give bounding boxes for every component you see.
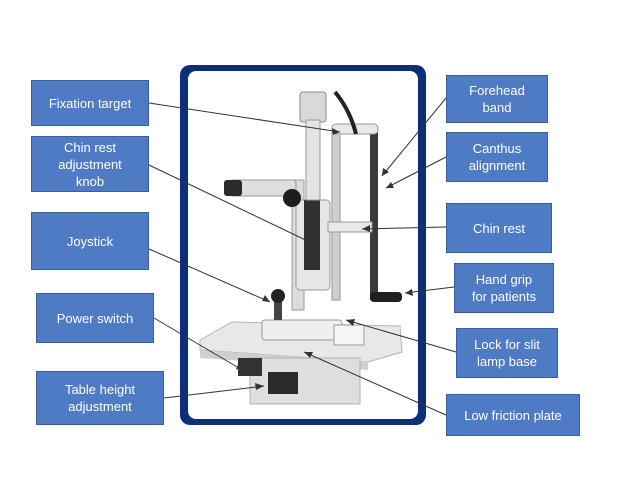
fixation-cable xyxy=(333,90,358,135)
table-height-box xyxy=(238,358,262,376)
label-chin-rest-adjustment-knob: Chin rest adjustment knob xyxy=(31,136,149,192)
label-power-switch: Power switch xyxy=(36,293,154,343)
objective-lens xyxy=(283,189,301,207)
label-fixation-target: Fixation target xyxy=(31,80,149,126)
power-switch-block xyxy=(268,372,298,394)
label-low-friction-plate: Low friction plate xyxy=(446,394,580,436)
joystick-shaft xyxy=(274,294,282,320)
table-base-box xyxy=(249,357,361,405)
lock-block xyxy=(333,324,365,346)
microscope-dark-part xyxy=(304,200,320,270)
lamp-housing xyxy=(299,91,327,123)
hand-grip xyxy=(370,292,402,302)
slit-lamp-base xyxy=(261,319,343,341)
label-chin-rest: Chin rest xyxy=(446,203,552,253)
eyepiece-cap xyxy=(224,180,242,196)
head-rest-right-pole xyxy=(370,130,378,300)
label-table-height-adjustment: Table height adjustment xyxy=(36,371,164,425)
chin-rest-bar xyxy=(327,221,373,233)
label-lock-for-slit-lamp-base: Lock for slit lamp base xyxy=(456,328,558,378)
label-joystick: Joystick xyxy=(31,212,149,270)
label-canthus-alignment: Canthus alignment xyxy=(446,132,548,182)
lamp-column xyxy=(305,119,321,201)
label-forehead-band: Forehead band xyxy=(446,75,548,123)
head-rest-left-pole xyxy=(331,129,341,301)
joystick-knob xyxy=(271,289,285,303)
label-hand-grip-for-patients: Hand grip for patients xyxy=(454,263,554,313)
